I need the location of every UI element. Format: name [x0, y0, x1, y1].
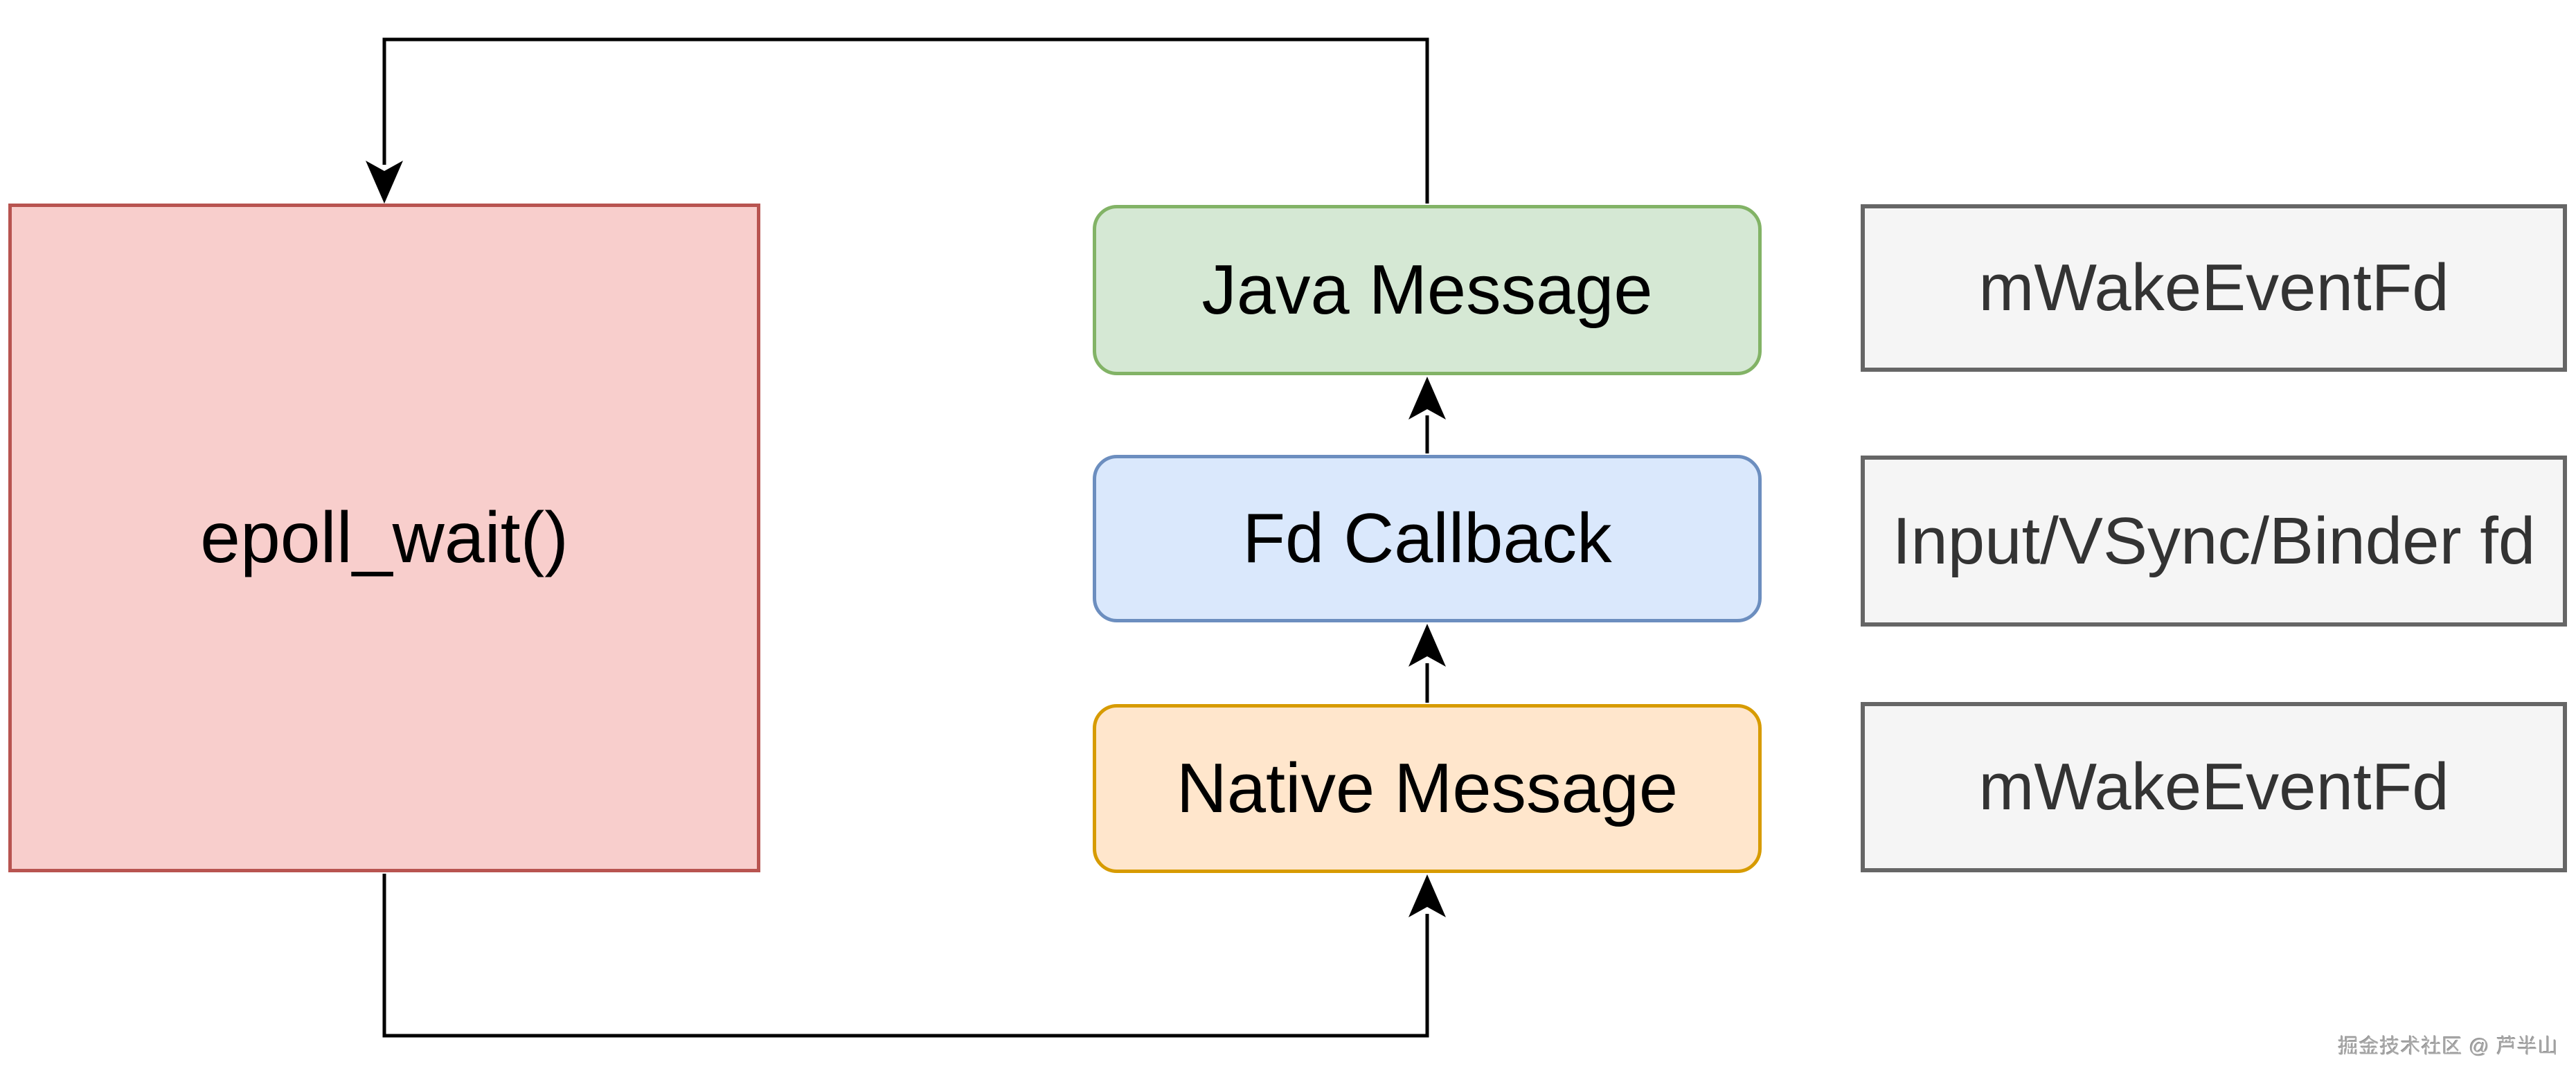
arrowhead-up-icon: [1408, 624, 1446, 667]
node-wake-event-fd-bottom: mWakeEventFd: [1861, 702, 2567, 872]
node-java-message: Java Message: [1093, 205, 1762, 375]
node-label: Input/VSync/Binder fd: [1892, 503, 2536, 578]
node-label: epoll_wait(): [200, 497, 569, 578]
watermark-text: 掘金技术社区 @ 芦半山: [2338, 1036, 2559, 1058]
edge-fd-callback-to-java-message: [1408, 377, 1446, 453]
node-label: mWakeEventFd: [1978, 251, 2449, 325]
arrowhead-up-icon: [1408, 874, 1446, 917]
arrowhead-up-icon: [1408, 377, 1446, 420]
node-input-vsync-binder-fd: Input/VSync/Binder fd: [1861, 456, 2567, 627]
node-epoll-wait: epoll_wait(): [8, 204, 760, 872]
node-label: Fd Callback: [1242, 499, 1612, 577]
edge-native-message-to-fd-callback: [1408, 624, 1446, 703]
node-wake-event-fd-top: mWakeEventFd: [1861, 204, 2567, 372]
node-fd-callback: Fd Callback: [1093, 455, 1762, 622]
node-label: Java Message: [1201, 251, 1653, 329]
node-label: mWakeEventFd: [1978, 750, 2449, 824]
edge-epoll-wait-to-native-message: [382, 874, 1446, 1038]
node-native-message: Native Message: [1093, 704, 1762, 873]
node-label: Native Message: [1176, 749, 1679, 827]
edge-java-message-to-epoll-wait: [366, 37, 1429, 204]
arrowhead-down-icon: [366, 161, 403, 204]
